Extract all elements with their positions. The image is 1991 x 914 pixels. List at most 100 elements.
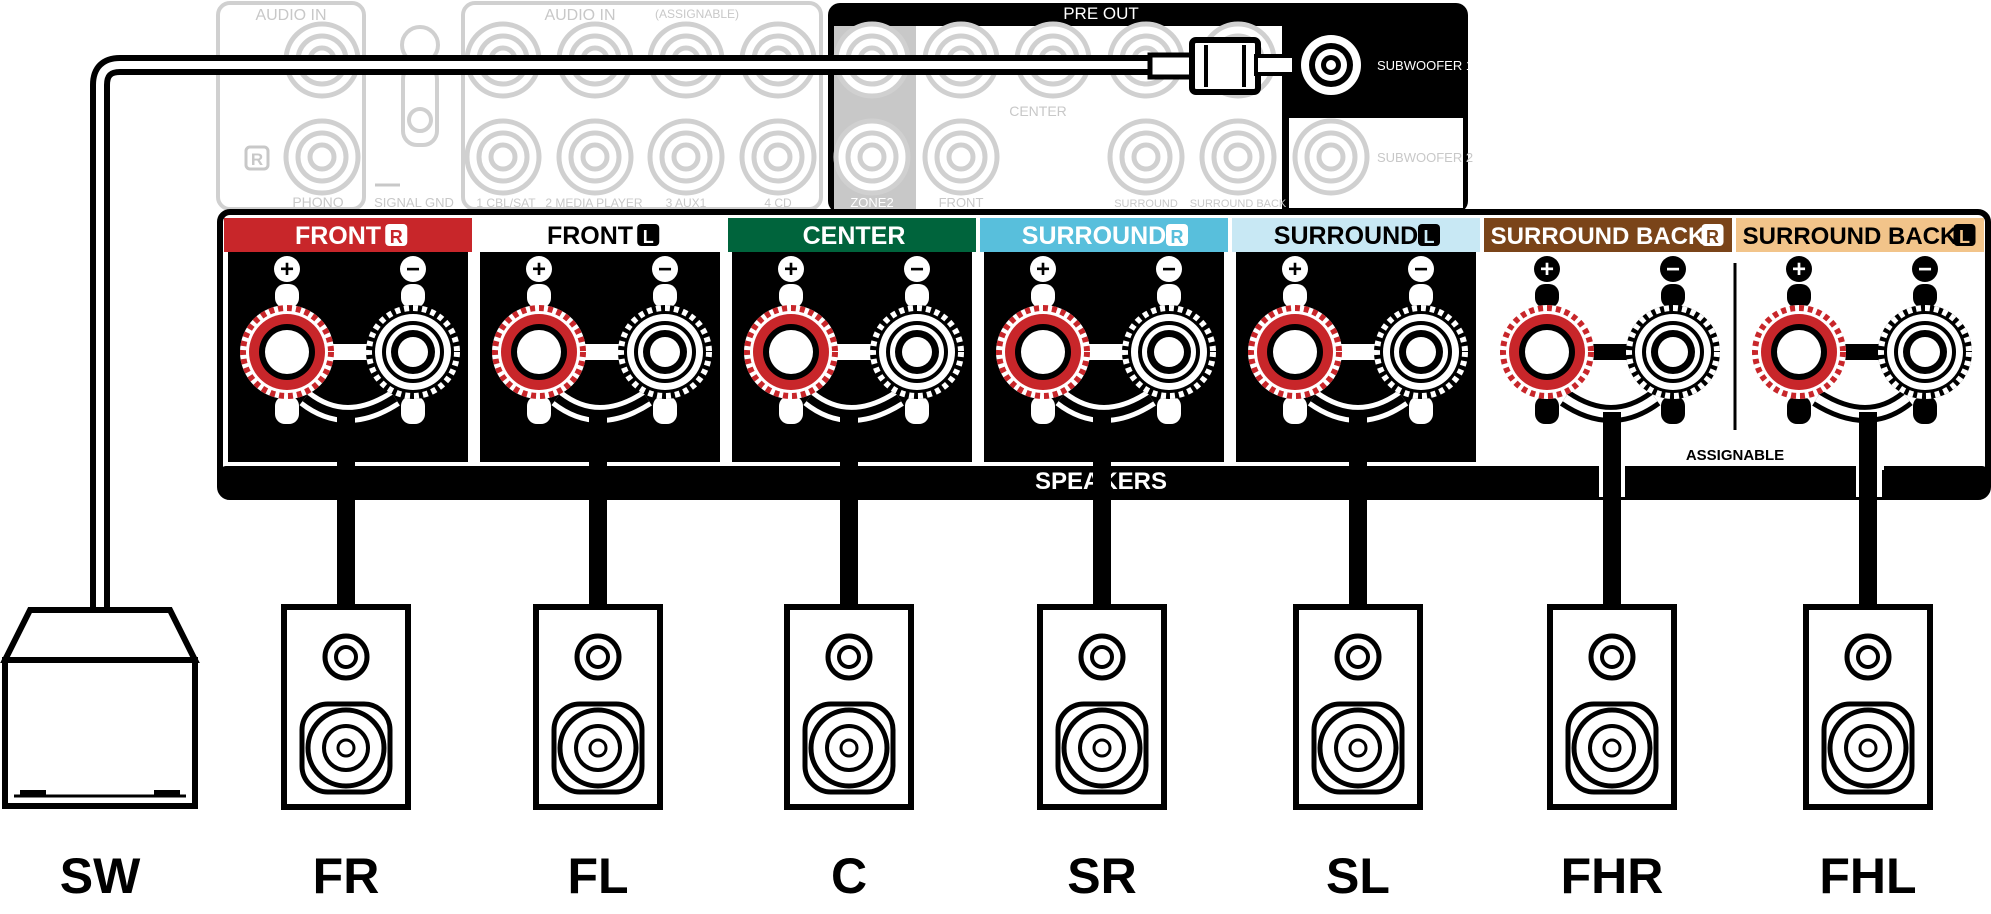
plus-sign-badge (1786, 256, 1812, 282)
subwoofer-cabinet (0, 607, 200, 809)
minus-sign-badge (1408, 256, 1434, 282)
positive-binding-post[interactable] (1752, 305, 1846, 399)
speaker-cabinet-fr (284, 607, 408, 807)
speaker-label-fr: FR (313, 848, 380, 904)
pre-out-label: PRE OUT (1063, 4, 1139, 23)
jack-label-2: 2 MEDIA PLAYER (545, 196, 642, 210)
minus-sign: − (910, 256, 924, 283)
speaker-wire (1603, 412, 1621, 608)
plus-sign: + (280, 256, 294, 283)
post-stem-top (527, 284, 551, 308)
post-stem-bottom (1913, 396, 1937, 424)
plus-sign: + (1792, 256, 1806, 283)
surround-back-out-label: SURROUND BACK (1190, 198, 1287, 210)
speaker-label-fhl: FHL (1819, 848, 1916, 904)
positive-binding-post[interactable] (996, 305, 1090, 399)
side-letter: R (1171, 227, 1184, 247)
post-stem-top (275, 284, 299, 308)
center-out-label: CENTER (1009, 103, 1067, 119)
post-stem-bottom (275, 396, 299, 424)
subwoofer-cable (90, 37, 1296, 608)
plus-sign-badge (526, 256, 552, 282)
positive-binding-post[interactable] (1500, 305, 1594, 399)
speaker-cabinets (284, 607, 1930, 807)
speaker-cabinet-c (787, 607, 911, 807)
speaker-label-fl: FL (567, 848, 628, 904)
audio-in-assignable-label: AUDIO IN (544, 7, 615, 24)
speaker-wire (1349, 412, 1367, 608)
post-stem-top (1031, 284, 1055, 308)
plus-sign: + (1036, 256, 1050, 283)
negative-binding-post[interactable] (1626, 305, 1720, 399)
post-stem-bottom (779, 396, 803, 424)
plus-sign: + (784, 256, 798, 283)
plus-sign-badge (1534, 256, 1560, 282)
terminal-name: SURROUND BACK (1743, 223, 1958, 250)
speaker-wire (589, 412, 607, 608)
zone2-label: ZONE2 (850, 195, 893, 210)
minus-sign-badge (1156, 256, 1182, 282)
negative-binding-post[interactable] (618, 305, 712, 399)
post-stem-top (1661, 284, 1685, 308)
post-stem-top (905, 284, 929, 308)
minus-sign: − (1918, 256, 1932, 283)
speaker-label-sl: SL (1326, 848, 1390, 904)
speaker-cabinet-fl (536, 607, 660, 807)
minus-sign-badge (652, 256, 678, 282)
post-stem-bottom (1535, 396, 1559, 424)
post-stem-top (653, 284, 677, 308)
terminal-name: CENTER (803, 222, 906, 250)
side-letter: L (643, 227, 654, 247)
post-stem-top (1283, 284, 1307, 308)
pre-out-panel: PRE OUT ZONE2 FRONT CENTER SURROUND SURR… (828, 3, 1473, 213)
plus-sign-badge (1030, 256, 1056, 282)
speaker-cabinet-fhr (1550, 607, 1674, 807)
subwoofer-1-label: SUBWOOFER 1 (1377, 58, 1473, 73)
terminal-name: FRONT (295, 222, 381, 250)
signal-gnd-terminal: SIGNAL GND (374, 25, 454, 210)
side-letter: R (390, 227, 403, 247)
speaker-wires (337, 412, 1877, 608)
post-stem-bottom (1283, 396, 1307, 424)
side-badge (1166, 224, 1188, 246)
minus-sign-badge (1660, 256, 1686, 282)
speaker-label-sr: SR (1067, 848, 1136, 904)
minus-sign-badge (1912, 256, 1938, 282)
positive-binding-post[interactable] (240, 305, 334, 399)
channel-r-marker: R (251, 150, 263, 169)
negative-binding-post[interactable] (1374, 305, 1468, 399)
signal-gnd-label: SIGNAL GND (374, 195, 454, 210)
side-badge (1701, 224, 1724, 246)
terminal-header (728, 218, 976, 252)
post-stem-bottom (1787, 396, 1811, 424)
post-stem-top (401, 284, 425, 308)
post-stem-top (1157, 284, 1181, 308)
terminal-header (224, 218, 472, 252)
negative-binding-post[interactable] (1122, 305, 1216, 399)
terminal-name: SURROUND BACK (1491, 223, 1706, 250)
plus-sign-badge (274, 256, 300, 282)
subwoofer-1-jack[interactable] (1301, 35, 1361, 95)
post-stem-bottom (401, 396, 425, 424)
plus-sign: + (1540, 256, 1554, 283)
assignable-label: ASSIGNABLE (1686, 447, 1784, 464)
positive-binding-post[interactable] (1248, 305, 1342, 399)
speaker-label-fhr: FHR (1561, 848, 1664, 904)
positive-binding-post[interactable] (744, 305, 838, 399)
speaker-wire (1093, 412, 1111, 608)
terminal-header (1736, 218, 1984, 252)
terminal-header (1484, 218, 1732, 252)
audio-in-label: AUDIO IN (255, 7, 326, 24)
assignable-note: (ASSIGNABLE) (655, 7, 739, 21)
minus-sign-badge (904, 256, 930, 282)
side-letter: L (1959, 227, 1970, 247)
post-stem-bottom (1661, 396, 1685, 424)
post-stem-top (1535, 284, 1559, 308)
positive-binding-post[interactable] (492, 305, 586, 399)
surround-out-label: SURROUND (1114, 198, 1178, 210)
negative-binding-post[interactable] (366, 305, 460, 399)
negative-binding-post[interactable] (870, 305, 964, 399)
minus-sign: − (406, 256, 420, 283)
negative-binding-post[interactable] (1878, 305, 1972, 399)
